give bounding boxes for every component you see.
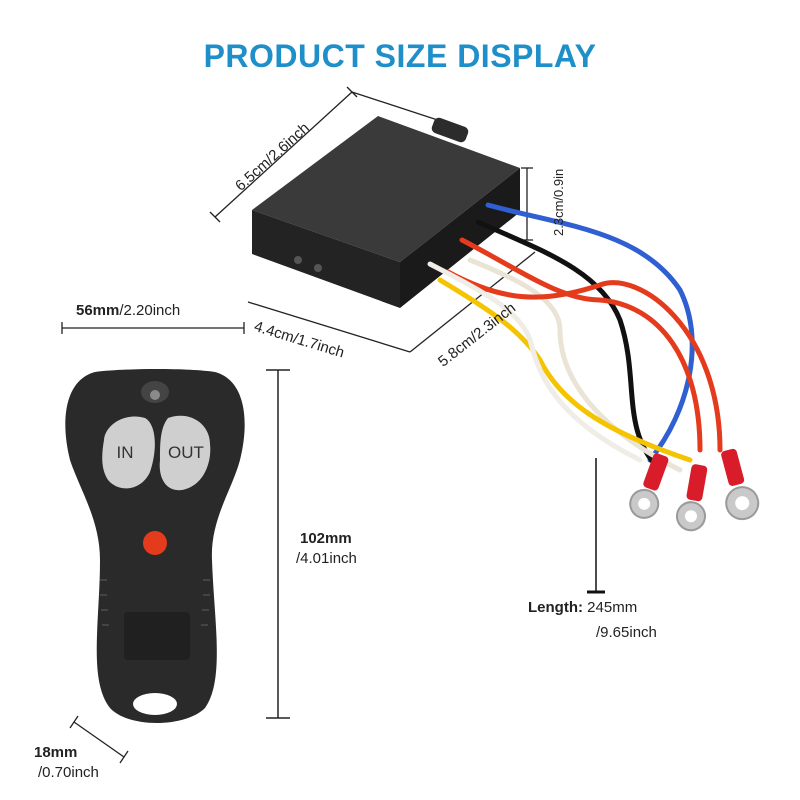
remote-thickness-label: 18mm — [34, 744, 77, 761]
remote-width-line — [61, 322, 245, 334]
wire-length-value: 245mm — [587, 599, 638, 616]
wire-length-label: Length: 245mm — [528, 599, 638, 616]
remote-height-label: 102mm — [300, 530, 352, 547]
remote-control — [65, 369, 245, 723]
button-in-label: IN — [117, 443, 134, 462]
remote-width-imperial: /2.20inch — [119, 302, 181, 319]
remote-thickness-value: 18mm — [34, 744, 78, 761]
wire-length-line — [587, 458, 605, 594]
remote-width-label: 56mm/2.20inch — [76, 302, 180, 319]
ring-terminals — [629, 448, 760, 532]
remote-height-imperial: /4.01inch — [296, 550, 357, 567]
remote-height-value: 102mm — [300, 530, 352, 547]
button-out-label: OUT — [168, 443, 204, 462]
button-in[interactable]: IN — [102, 416, 155, 489]
remote-height-line — [266, 369, 290, 719]
remote-width-value: 56mm — [76, 302, 120, 319]
remote-thickness-imperial: /0.70inch — [38, 764, 99, 781]
receiver-wires — [427, 202, 723, 473]
remote-thickness-line — [69, 715, 129, 764]
button-out[interactable]: OUT — [159, 415, 211, 491]
wire-length-title: Length — [528, 599, 578, 616]
receiver-height-label: 2.3cm/0.9in — [551, 168, 566, 236]
page-title: PRODUCT SIZE DISPLAY — [203, 38, 597, 74]
wire-length-imperial: /9.65inch — [596, 624, 657, 641]
